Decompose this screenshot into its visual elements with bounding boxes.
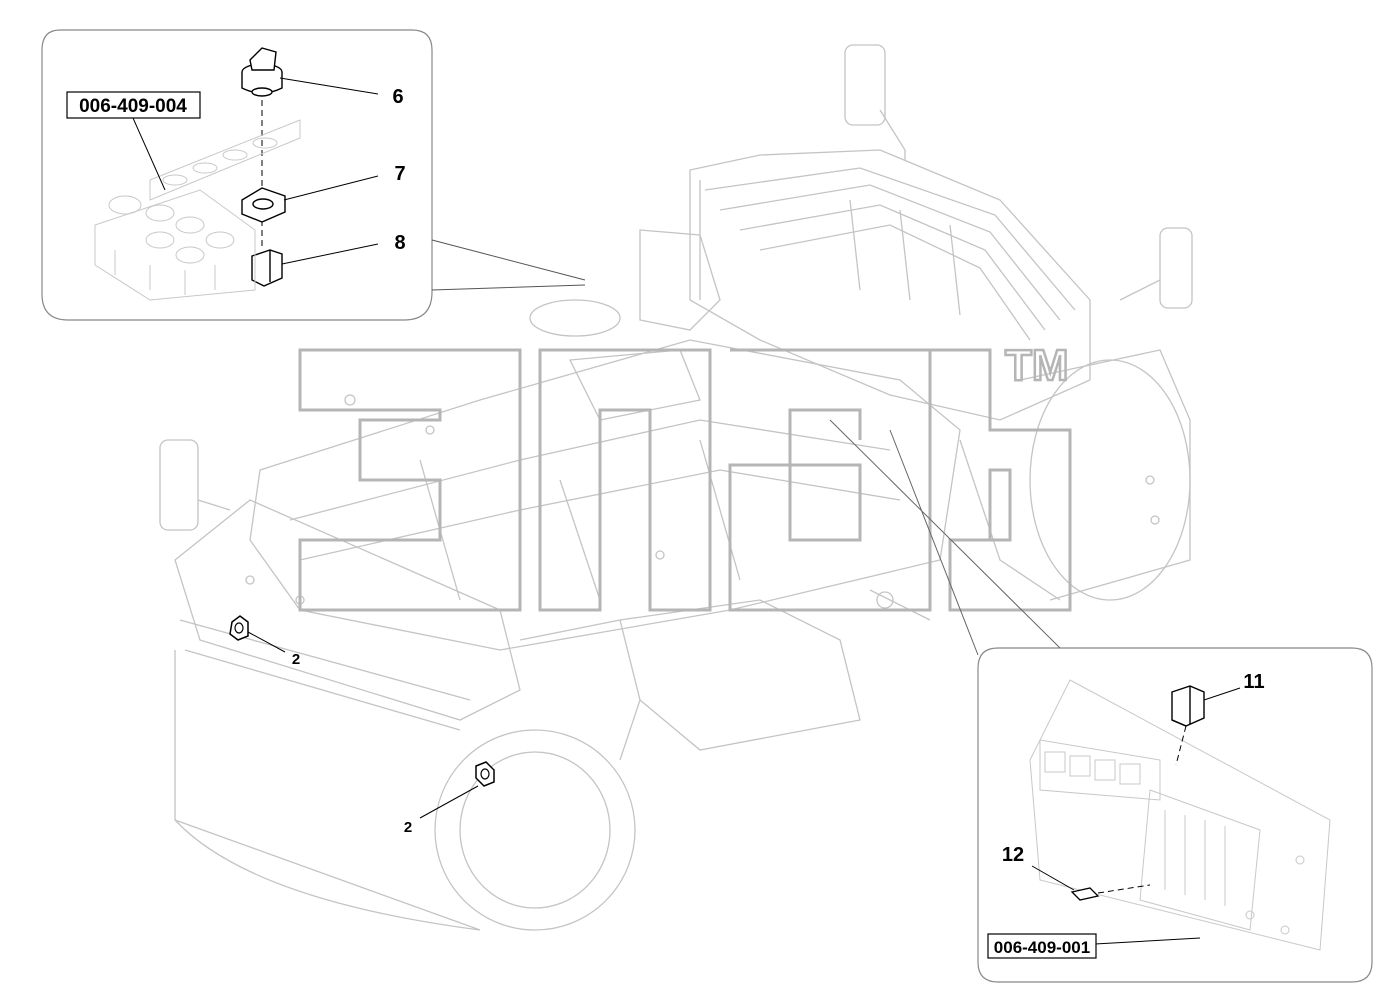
- callout-6: 6: [392, 86, 403, 108]
- callout-12: 12: [1002, 844, 1024, 866]
- relay-part: [1171, 685, 1205, 727]
- mounting-nut-part: [241, 187, 286, 223]
- rotary-switch-knob-part: [241, 47, 283, 97]
- fuse-part: [1070, 887, 1100, 901]
- callout-7: 7: [394, 163, 405, 185]
- callout-8: 8: [394, 232, 405, 254]
- detail-box-fuse-panel: 006-409-001 11 12: [829, 419, 1373, 983]
- detail-box-switch-panel: 006-409-004 6 7 8: [41, 29, 586, 321]
- mirror-rear: [1159, 227, 1193, 309]
- watermark-logo: [298, 348, 1072, 612]
- watermark-tm: TM: [1005, 341, 1069, 390]
- ref-label-box-top: [66, 91, 201, 119]
- ref-label-006-409-004: 006-409-004: [79, 96, 187, 117]
- callout-2-lower: 2: [404, 819, 412, 836]
- callout-2-upper: 2: [292, 651, 300, 668]
- part-2-upper: 2: [229, 615, 300, 668]
- mirror-right: [844, 44, 886, 126]
- contact-block-part: [251, 249, 283, 287]
- mirror-left: [159, 439, 199, 531]
- roller-machine-drawing: [159, 44, 1193, 931]
- part-2-lower: 2: [404, 761, 495, 836]
- ref-label-006-409-001: 006-409-001: [994, 938, 1090, 957]
- ref-label-box-bottom: [987, 933, 1097, 959]
- callout-11: 11: [1243, 671, 1264, 693]
